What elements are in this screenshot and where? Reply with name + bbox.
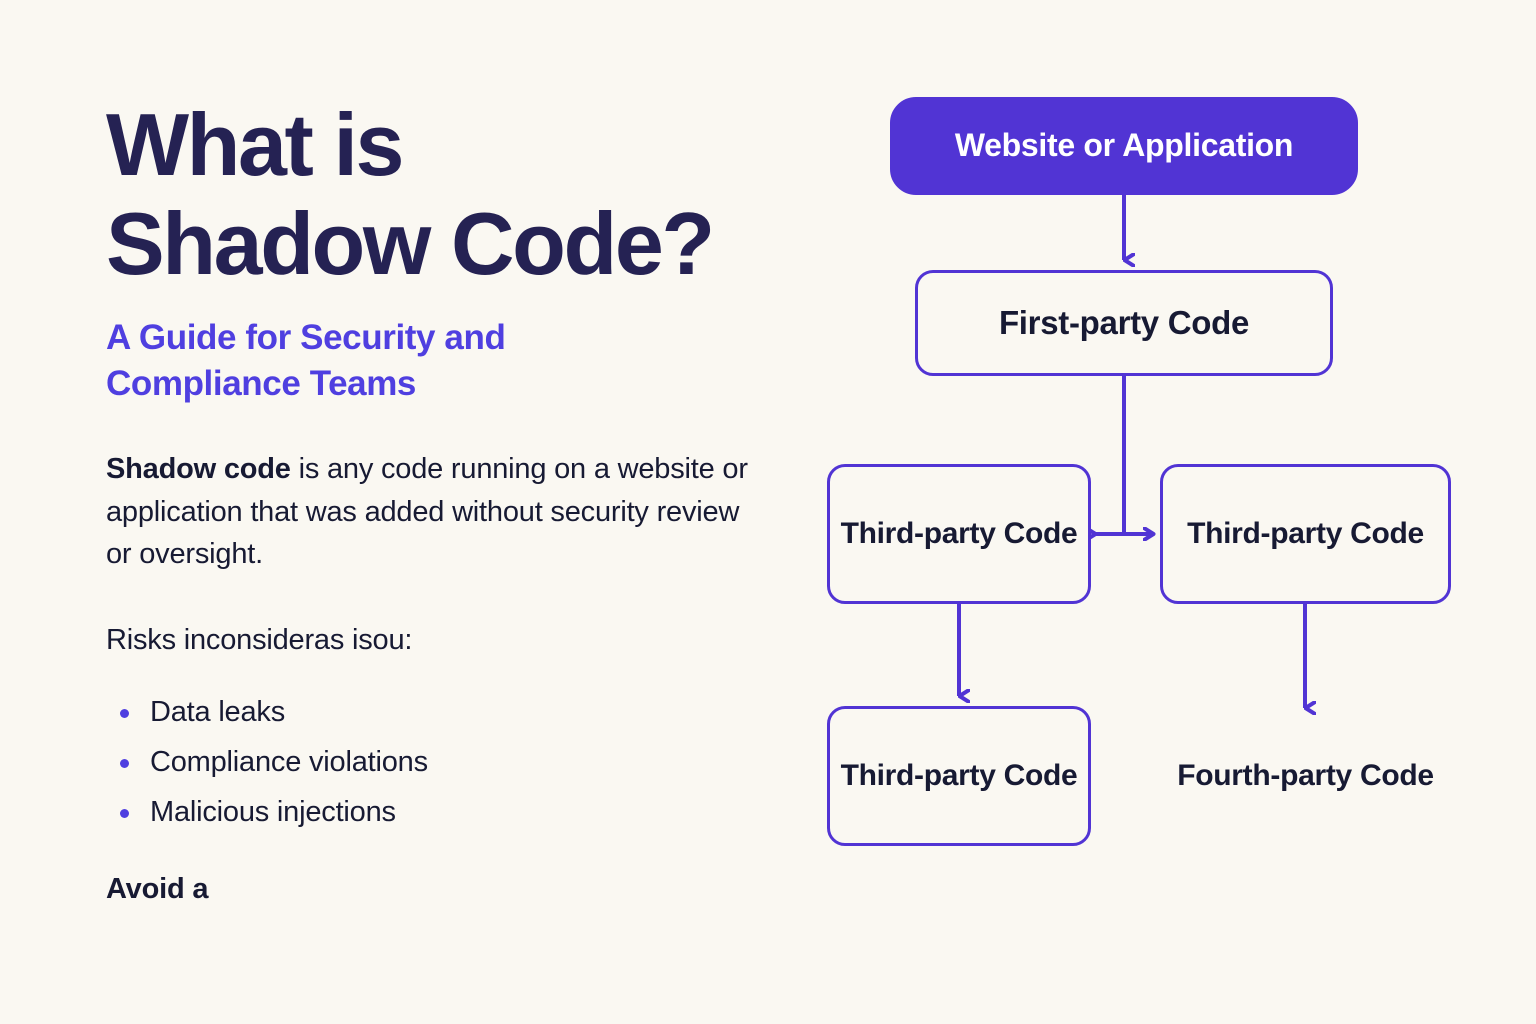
diagram-node-first-party-code[interactable]: First-party Code (915, 270, 1333, 376)
list-item: Malicious injections (106, 787, 806, 837)
page-title: What is Shadow Code? (106, 95, 806, 293)
diagram-connectors (957, 195, 1490, 900)
list-item: Data leaks (106, 687, 806, 737)
definition-body: is any code running on a website or appl… (106, 453, 748, 571)
shadow-code-flow-diagram: Website or Application First-party Code … (790, 60, 1490, 900)
bullet-dot-icon (120, 708, 129, 718)
bullet-dot-icon (120, 808, 129, 818)
diagram-node-fourth-party-code[interactable]: Fourth-party Code (1160, 720, 1451, 832)
node-label: First-party Code (998, 303, 1250, 341)
article-column: What is Shadow Code? A Guide for Securit… (106, 95, 806, 906)
node-label: Third-party Code (840, 758, 1078, 792)
closing-text: Avoid a (106, 873, 209, 906)
node-label: Third-party Code (1187, 516, 1424, 550)
node-label: Website or Application (954, 127, 1294, 164)
headline-line-1: What is (106, 95, 405, 194)
definition-paragraph: Shadow code is any code running on a web… (106, 448, 766, 576)
node-label: Fourth-party Code (1177, 758, 1434, 792)
subtitle-line-2: Compliance Teams (106, 363, 417, 403)
risk-list: Data leaks Compliance violations Malicio… (106, 687, 806, 837)
list-item-label: Compliance violations (150, 745, 428, 778)
diagram-node-website-or-application[interactable]: Website or Application (890, 97, 1358, 195)
diagram-node-third-party-code-left[interactable]: Third-party Code (827, 464, 1091, 604)
list-item: Compliance violations (106, 737, 806, 787)
definition-lead-term: Shadow code (106, 453, 291, 486)
bullet-dot-icon (120, 758, 129, 768)
risks-intro-text: Risks inconsideras isou: (106, 623, 413, 656)
page-subtitle: A Guide for Security and Compliance Team… (106, 315, 806, 406)
subtitle-line-1: A Guide for Security and (106, 318, 506, 358)
headline-line-2: Shadow Code? (106, 193, 715, 293)
list-item-label: Data leaks (150, 695, 286, 728)
node-label: Third-party Code (840, 516, 1078, 550)
list-item-label: Malicious injections (150, 795, 396, 828)
diagram-node-third-party-code-bottom[interactable]: Third-party Code (827, 706, 1091, 846)
diagram-node-third-party-code-right[interactable]: Third-party Code (1160, 464, 1451, 604)
